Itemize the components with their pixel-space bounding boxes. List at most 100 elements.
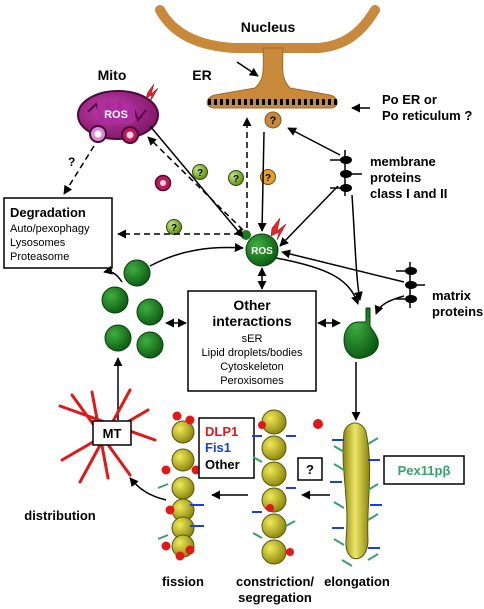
dlp1-dot — [266, 504, 274, 512]
ribosome-tick — [298, 99, 301, 105]
pex11-label: Pex11pβ — [398, 463, 451, 478]
pex11-mark — [157, 534, 169, 540]
pex11-mark — [333, 463, 345, 471]
ros-mito-label: ROS — [104, 109, 128, 121]
peroxisome-bead — [261, 435, 287, 461]
question-box — [297, 457, 323, 481]
unknown-vesicles — [154, 164, 276, 235]
ros-lightning-icon — [145, 83, 159, 103]
dlp1-dot — [161, 465, 171, 475]
question-mark: ? — [233, 174, 239, 185]
pex11-mark — [157, 483, 169, 489]
constriction-label-line1: constriction/ — [236, 574, 314, 589]
ribosome-tick — [328, 99, 331, 105]
pex11-mark — [367, 483, 379, 491]
degradation-item: Proteasome — [10, 251, 69, 263]
dlp1-dot — [165, 505, 175, 515]
legend-other: Other — [205, 457, 240, 472]
matrix-label-line1: matrix — [432, 288, 472, 303]
dlp1-dot — [258, 421, 266, 429]
ribosome-tick — [256, 99, 259, 105]
peroxisome-bead — [171, 448, 195, 472]
legend-fis1: Fis1 — [205, 440, 231, 455]
dlp1-dot — [185, 545, 195, 555]
mitochondrion — [77, 83, 159, 144]
pex11-mark — [333, 501, 345, 509]
pex11-box — [383, 455, 465, 485]
peroxisome-bead — [261, 539, 287, 565]
pex11-mark — [367, 553, 379, 561]
other-interactions-item: Peroxisomes — [220, 375, 284, 387]
ribosome-tick — [244, 99, 247, 105]
ribosome-tick — [208, 99, 211, 105]
dlp1-dot — [161, 541, 171, 551]
pex11-mark — [333, 445, 345, 453]
membrane-label-line1: membrane — [370, 154, 436, 169]
pex11-mark — [333, 538, 345, 546]
ribosome-tick — [292, 99, 295, 105]
pex11-mark — [252, 532, 263, 539]
pex11-mark — [285, 520, 296, 527]
mt-label: MT — [103, 426, 122, 441]
po-er-label-line2: Po reticulum ? — [382, 108, 472, 123]
pex11-mark — [367, 437, 379, 445]
peroxisome-bead — [261, 513, 287, 539]
membrane-label-line2: proteins — [370, 170, 421, 185]
budding-peroxisome — [343, 307, 379, 359]
ros-peroxisome — [241, 217, 287, 267]
ribosome-tick — [286, 99, 289, 105]
degradation-item: Lysosomes — [10, 237, 66, 249]
ribosome-tick — [220, 99, 223, 105]
matrix-proteins-icon — [396, 262, 425, 308]
ribosome-tick — [232, 99, 235, 105]
legend-dlp1: DLP1 — [205, 424, 238, 439]
dlp1-dot — [185, 415, 195, 425]
other-interactions-item: sER — [242, 333, 263, 345]
mt-box — [92, 420, 132, 446]
fission-label: fission — [162, 574, 204, 589]
ribosome-tick — [214, 99, 217, 105]
other-interactions-item: Lipid droplets/bodies — [202, 347, 303, 359]
ribosome-tick — [274, 99, 277, 105]
matrix-label-line2: proteins — [432, 304, 483, 319]
membrane-label-line3: class I and II — [370, 186, 447, 201]
ribosome-tick — [334, 99, 337, 105]
ros-lightning-icon — [270, 217, 287, 241]
question-mark: ? — [171, 223, 177, 234]
nucleus-label: Nucleus — [241, 19, 296, 35]
er-ribosomes — [208, 99, 337, 105]
degradation-item: Auto/pexophagy — [10, 223, 90, 235]
pex11-mark — [341, 559, 353, 567]
pex11-mark — [252, 456, 263, 463]
membrane-proteins-icon — [330, 150, 362, 196]
mito-label: Mito — [98, 67, 127, 83]
peroxisome-bead — [261, 487, 287, 513]
other-interactions-title-line1: Other — [233, 297, 271, 313]
ribosome-tick — [310, 99, 313, 105]
ribosome-tick — [262, 99, 265, 105]
pex11-mark — [367, 513, 379, 521]
degradation-box — [3, 197, 113, 269]
ribosome-tick — [238, 99, 241, 105]
degradation-title: Degradation — [10, 205, 86, 220]
elongated-peroxisome — [330, 422, 382, 567]
dlp1-dot — [172, 411, 182, 421]
peroxisome-bead — [261, 409, 287, 435]
dlp1-dot — [313, 419, 323, 429]
er-question-mark: ? — [270, 115, 277, 127]
question-mark: ? — [265, 173, 271, 184]
question-mark: ? — [197, 168, 203, 179]
er-question-bead — [264, 111, 282, 129]
er-label: ER — [192, 67, 211, 83]
dlp1-dot — [286, 548, 294, 556]
other-interactions-item: Cytoskeleton — [220, 361, 284, 373]
peroxisome-bead — [171, 420, 195, 444]
ribosome-tick — [226, 99, 229, 105]
ribosome-tick — [268, 99, 271, 105]
peroxisome-bead — [261, 461, 287, 487]
peroxisome-cluster — [101, 259, 164, 359]
ros-center-label: ROS — [251, 246, 273, 257]
ribosome-tick — [250, 99, 253, 105]
elongation-label: elongation — [324, 574, 390, 589]
